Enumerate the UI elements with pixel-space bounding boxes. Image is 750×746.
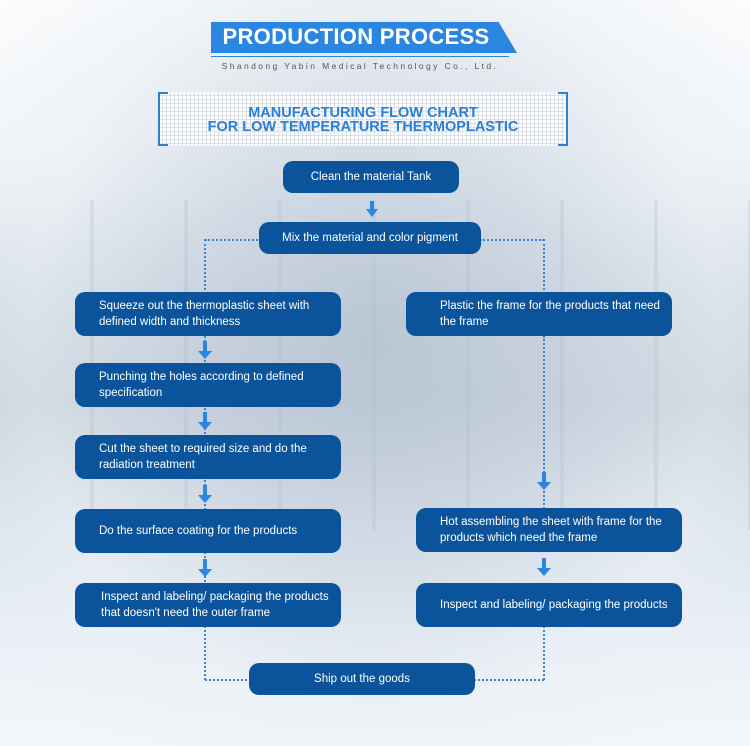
connector-right-top	[543, 239, 545, 294]
arrow-down-icon	[198, 485, 212, 503]
step-squeeze-sheet: Squeeze out the thermoplastic sheet with…	[75, 292, 341, 336]
connector-right-column	[543, 336, 545, 516]
step-label: Punching the holes according to defined …	[99, 371, 304, 399]
arrow-down-icon	[366, 201, 378, 217]
arrow-down-icon	[537, 558, 551, 576]
connector-right-bottom	[543, 626, 545, 680]
step-label: Inspect and labeling/ packaging the prod…	[101, 591, 329, 619]
step-punch-holes: Punching the holes according to defined …	[75, 363, 341, 407]
arrow-down-icon	[198, 559, 212, 577]
step-label: Squeeze out the thermoplastic sheet with…	[99, 300, 310, 328]
company-name: Shandong Yabin Medical Technology Co., L…	[221, 61, 499, 71]
step-label: Hot assembling the sheet with frame for …	[440, 516, 662, 544]
step-label: Plastic the frame for the products that …	[440, 300, 660, 328]
arrow-down-icon	[198, 412, 212, 430]
step-mix-material: Mix the material and color pigment	[259, 222, 481, 254]
page-title: PRODUCTION PROCESS	[222, 24, 490, 49]
step-label: Cut the sheet to required size and do th…	[99, 443, 307, 471]
step-label: Clean the material Tank	[310, 171, 432, 183]
connector-ship-right	[474, 679, 544, 681]
step-cut-sheet: Cut the sheet to required size and do th…	[75, 435, 341, 479]
step-plastic-frame: Plastic the frame for the products that …	[406, 292, 672, 336]
header-divider	[211, 56, 509, 57]
connector-left-top	[204, 239, 206, 294]
step-clean-tank: Clean the material Tank	[283, 161, 459, 193]
header-banner	[211, 22, 517, 53]
right-bracket	[558, 92, 568, 146]
connector-left-bottom	[204, 626, 206, 680]
connector-ship-left	[205, 679, 251, 681]
connector-mix-right	[480, 239, 544, 241]
left-bracket	[158, 92, 168, 146]
subtitle-grid-panel	[158, 92, 568, 146]
step-label: Do the surface coating for the products	[99, 525, 298, 537]
step-inspect-with-frame: Inspect and labeling/ packaging the prod…	[416, 583, 682, 627]
subtitle-line-2: FOR LOW TEMPERATURE THERMOPLASTIC	[207, 119, 519, 135]
step-hot-assembling: Hot assembling the sheet with frame for …	[416, 508, 682, 552]
subtitle-line-1: MANUFACTURING FLOW CHART	[248, 105, 478, 121]
step-label: Mix the material and color pigment	[282, 232, 458, 244]
step-label: Inspect and labeling/ packaging the prod…	[440, 599, 668, 611]
arrow-down-icon	[198, 341, 212, 359]
step-surface-coating: Do the surface coating for the products	[75, 509, 341, 553]
step-ship-goods: Ship out the goods	[249, 663, 475, 695]
connector-mix-left	[205, 239, 261, 241]
connector-left-column	[204, 336, 206, 626]
step-inspect-no-frame: Inspect and labeling/ packaging the prod…	[75, 583, 341, 627]
arrow-down-icon	[537, 472, 551, 490]
chart-subtitle: MANUFACTURING FLOW CHART FOR LOW TEMPERA…	[158, 105, 568, 135]
step-label: Ship out the goods	[314, 673, 410, 685]
